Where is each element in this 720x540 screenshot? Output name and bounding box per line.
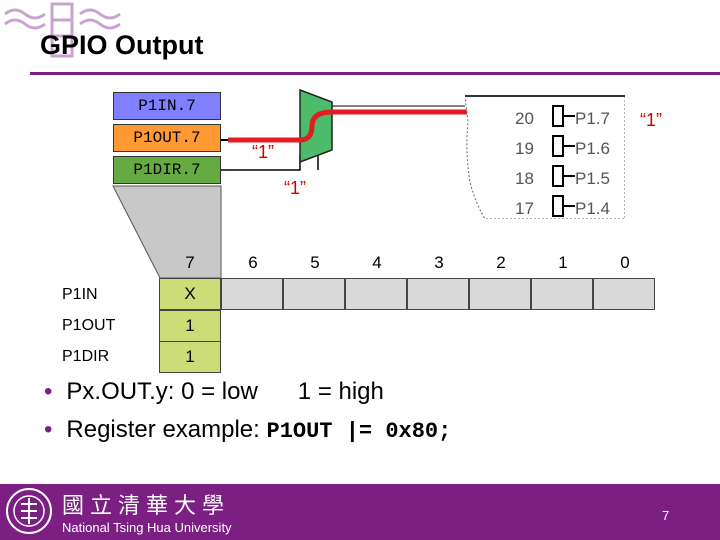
page-title: GPIO Output: [40, 30, 204, 60]
university-seal-icon: [6, 488, 52, 534]
row-label-p1out: P1OUT: [62, 317, 116, 334]
table-cell: [531, 278, 593, 310]
table-cell: [345, 278, 407, 310]
register-p1dir: P1DIR.7: [113, 156, 221, 184]
bit-label: 7: [185, 253, 195, 272]
pin-number: 18: [515, 169, 534, 188]
page-number: 7: [662, 508, 670, 523]
pin-value-label: “1”: [640, 110, 662, 130]
register-p1in: P1IN.7: [113, 92, 221, 120]
bit-label: 3: [434, 253, 444, 272]
table-cell: [593, 278, 655, 310]
university-logo-icon: [4, 2, 121, 58]
bullet-register-example: •Register example: P1OUT |= 0x80;: [44, 416, 452, 444]
bit-label: 6: [248, 253, 258, 272]
footer-bar: [0, 484, 720, 540]
output-signal-wire: [228, 109, 560, 143]
code-snippet: P1OUT |= 0x80;: [266, 419, 452, 444]
bit-label: 4: [372, 253, 382, 272]
p1in-bit7-cell: X: [159, 278, 221, 310]
table-cell: [221, 310, 283, 342]
footer-university-cjk: 國立清華大學: [62, 494, 231, 519]
table-cell: [221, 278, 283, 310]
table-cell: [407, 278, 469, 310]
row-label-p1dir: P1DIR: [62, 348, 110, 365]
footer-university: National Tsing Hua University: [62, 520, 232, 535]
pin-number: 17: [515, 199, 534, 218]
table-cell: [469, 278, 531, 310]
register-p1out: P1OUT.7: [113, 124, 221, 152]
bit-label: 0: [620, 253, 630, 272]
row-label-p1in: P1IN: [62, 286, 98, 303]
title-divider: [30, 72, 720, 75]
p1out-value-label: “1”: [252, 142, 274, 162]
msp430-pin-diagram: 20 19 18 17 P1.7 P1.6 P1.5 P1.4: [465, 95, 625, 219]
bit-label: 5: [310, 253, 320, 272]
pin-name: P1.7: [575, 109, 610, 128]
bullet-text: Px.OUT.y: 0 = low: [66, 378, 258, 405]
table-cell: [283, 278, 345, 310]
bit-label: 1: [558, 253, 568, 272]
output-mux: [299, 88, 333, 164]
p1out-bit7-cell: 1: [159, 310, 221, 342]
pin-number: 20: [515, 109, 534, 128]
p1dir-bit7-cell: 1: [159, 341, 221, 373]
bullet-text: Register example:: [66, 416, 267, 443]
p1dir-value-label: “1”: [284, 178, 306, 198]
pin-name: P1.6: [575, 139, 610, 158]
bit-label: 2: [496, 253, 506, 272]
bullet-text: 1 = high: [297, 378, 384, 405]
pin-name: P1.4: [575, 199, 610, 218]
pin-name: P1.5: [575, 169, 610, 188]
pin-number: 19: [515, 139, 534, 158]
